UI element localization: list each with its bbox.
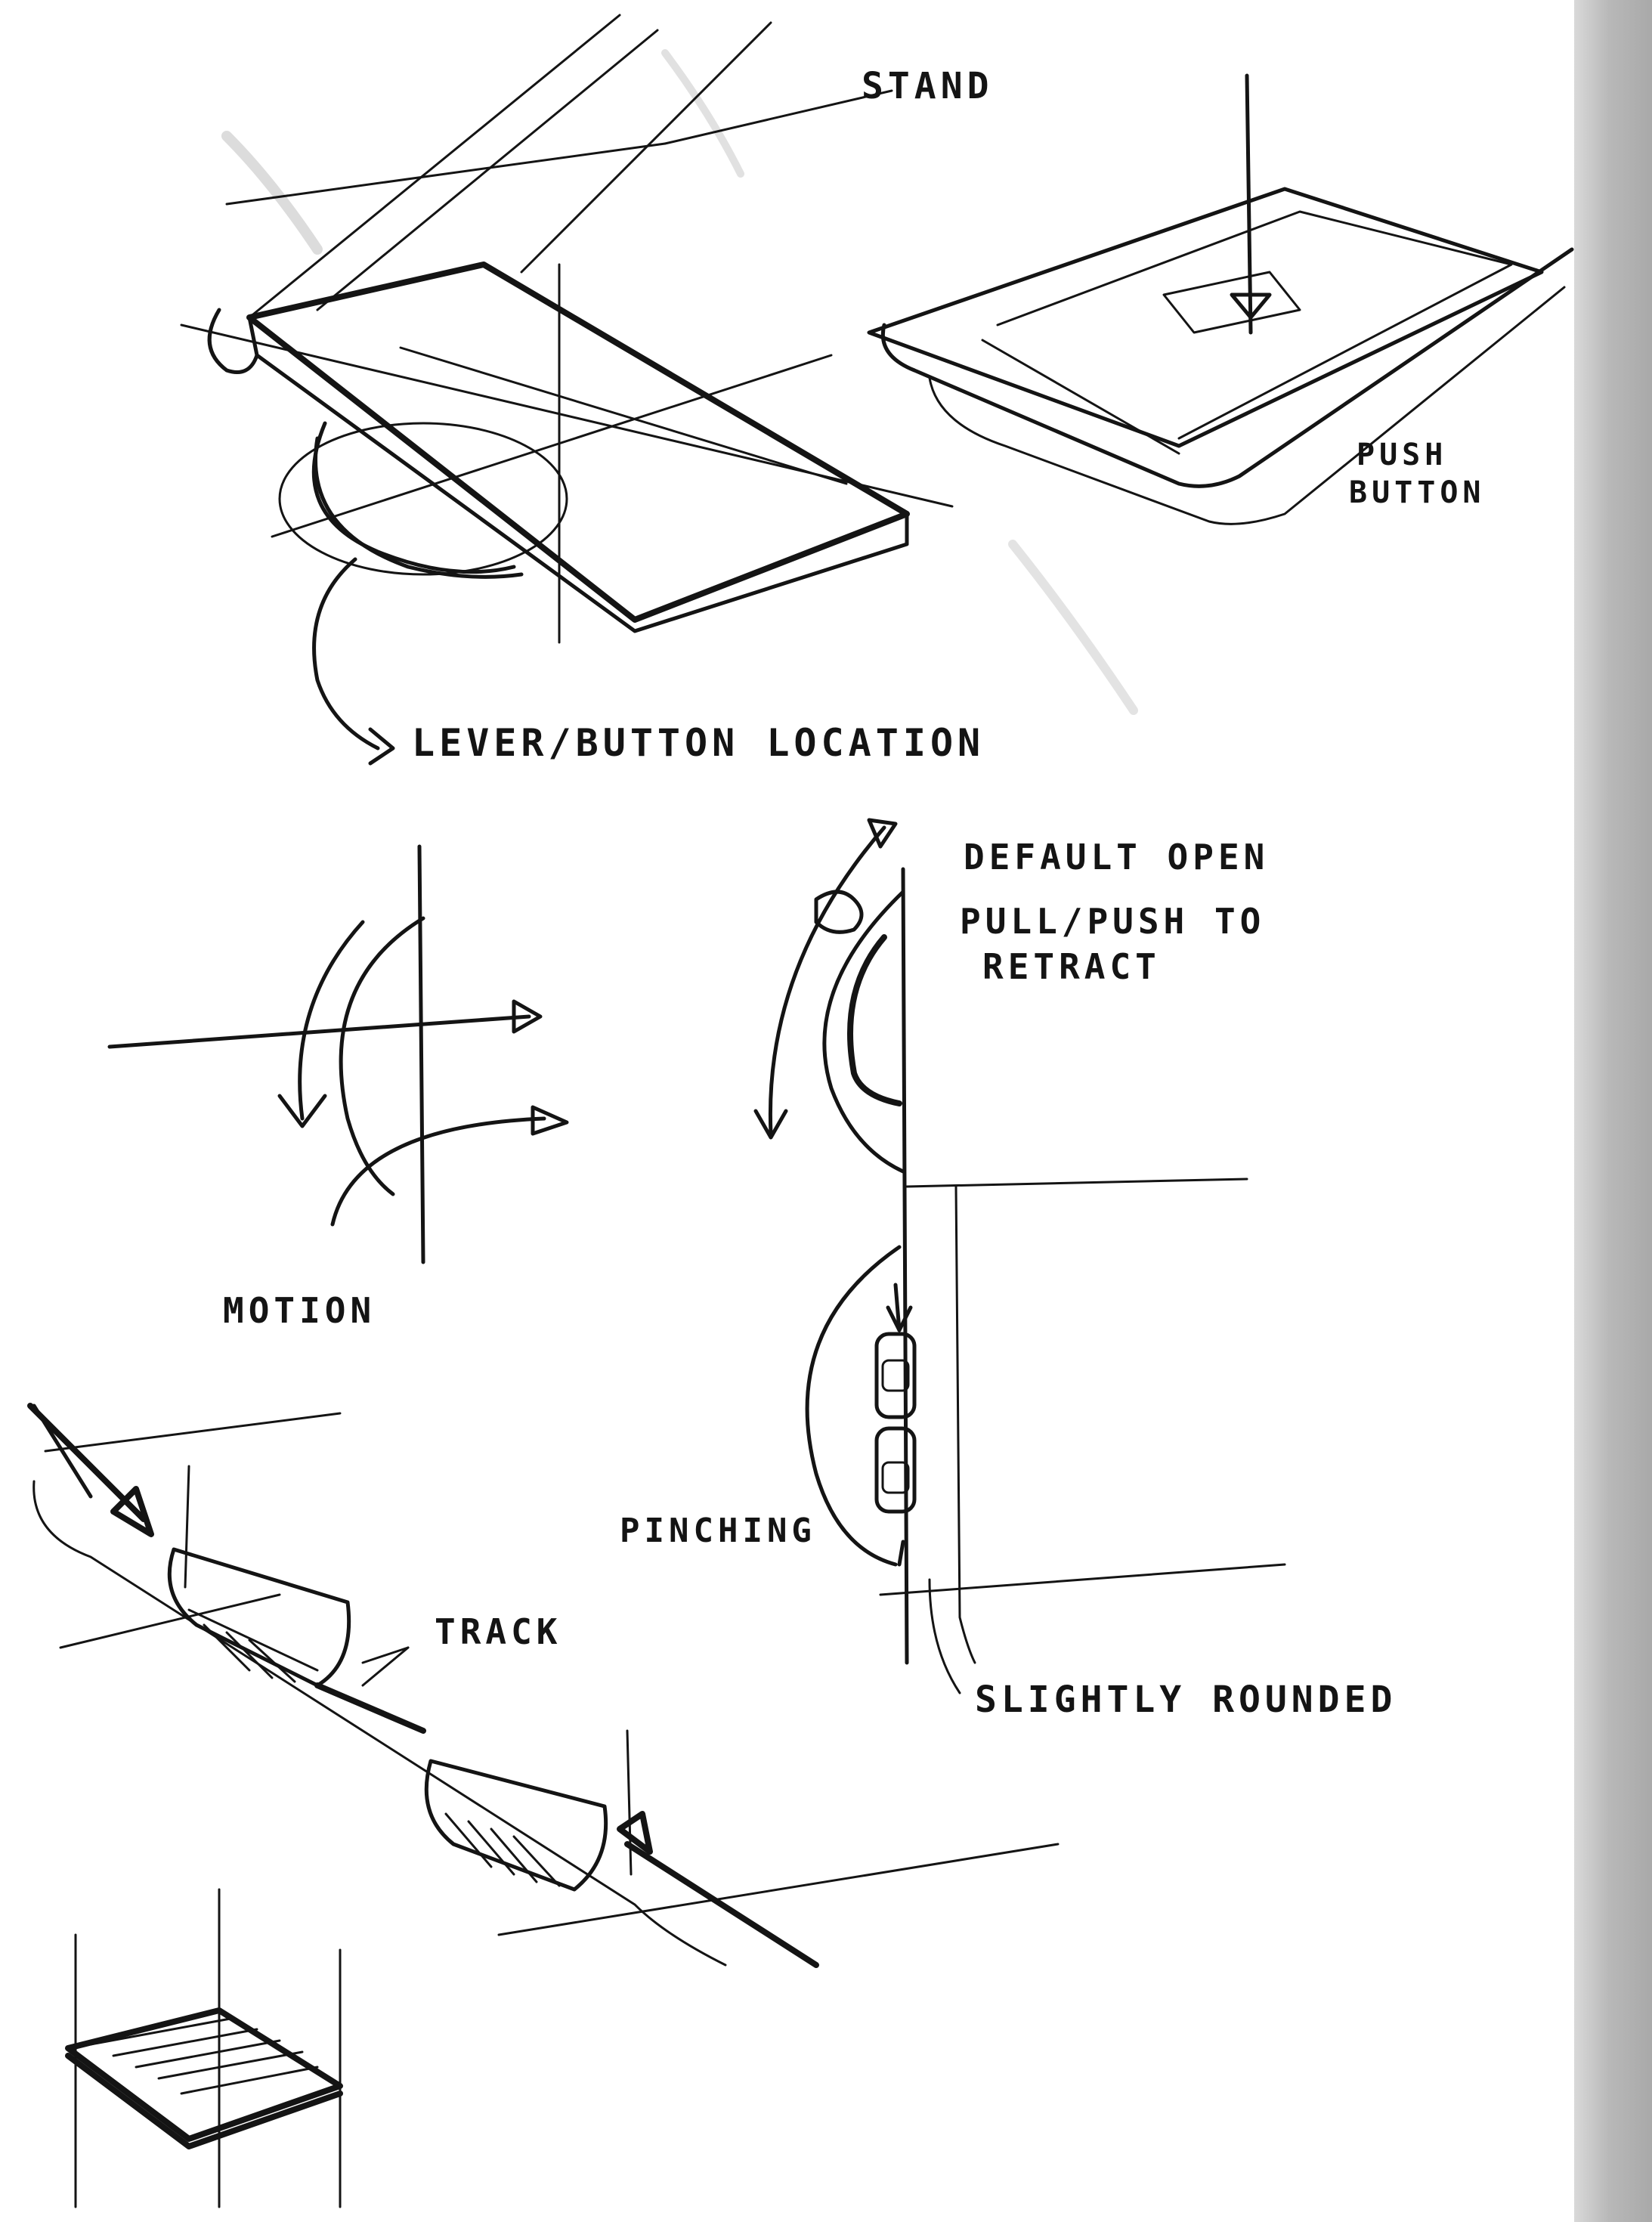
label-motion: MOTION [223, 1290, 376, 1331]
label-default-1: DEFAULT OPEN [964, 837, 1269, 877]
label-push-button-1: PUSH [1357, 438, 1447, 472]
label-pinching: PINCHING [620, 1512, 816, 1550]
push-button-sketch [867, 73, 1574, 525]
graphite-smudges [221, 49, 1138, 715]
labels: STAND PUSH BUTTON LEVER/BUTTON LOCATION … [223, 65, 1486, 1721]
label-track: TRACK [435, 1611, 561, 1652]
label-default-3: RETRACT [982, 946, 1161, 987]
label-slightly-rounded: SLIGHTLY ROUNDED [975, 1679, 1397, 1721]
label-push-button-2: BUTTON [1349, 475, 1486, 510]
label-lever-location: LEVER/BUTTON LOCATION [412, 721, 985, 765]
motion-diagram [107, 844, 569, 1264]
stripe-pad-sketch [65, 1888, 343, 2208]
label-default-2: PULL/PUSH TO [960, 901, 1265, 942]
track-sketch [27, 1403, 1060, 1968]
stand-sketch [180, 14, 954, 766]
default-open-sketch [753, 818, 1286, 1694]
paper-edge-shadow [1574, 0, 1652, 2222]
label-stand: STAND [862, 65, 994, 107]
